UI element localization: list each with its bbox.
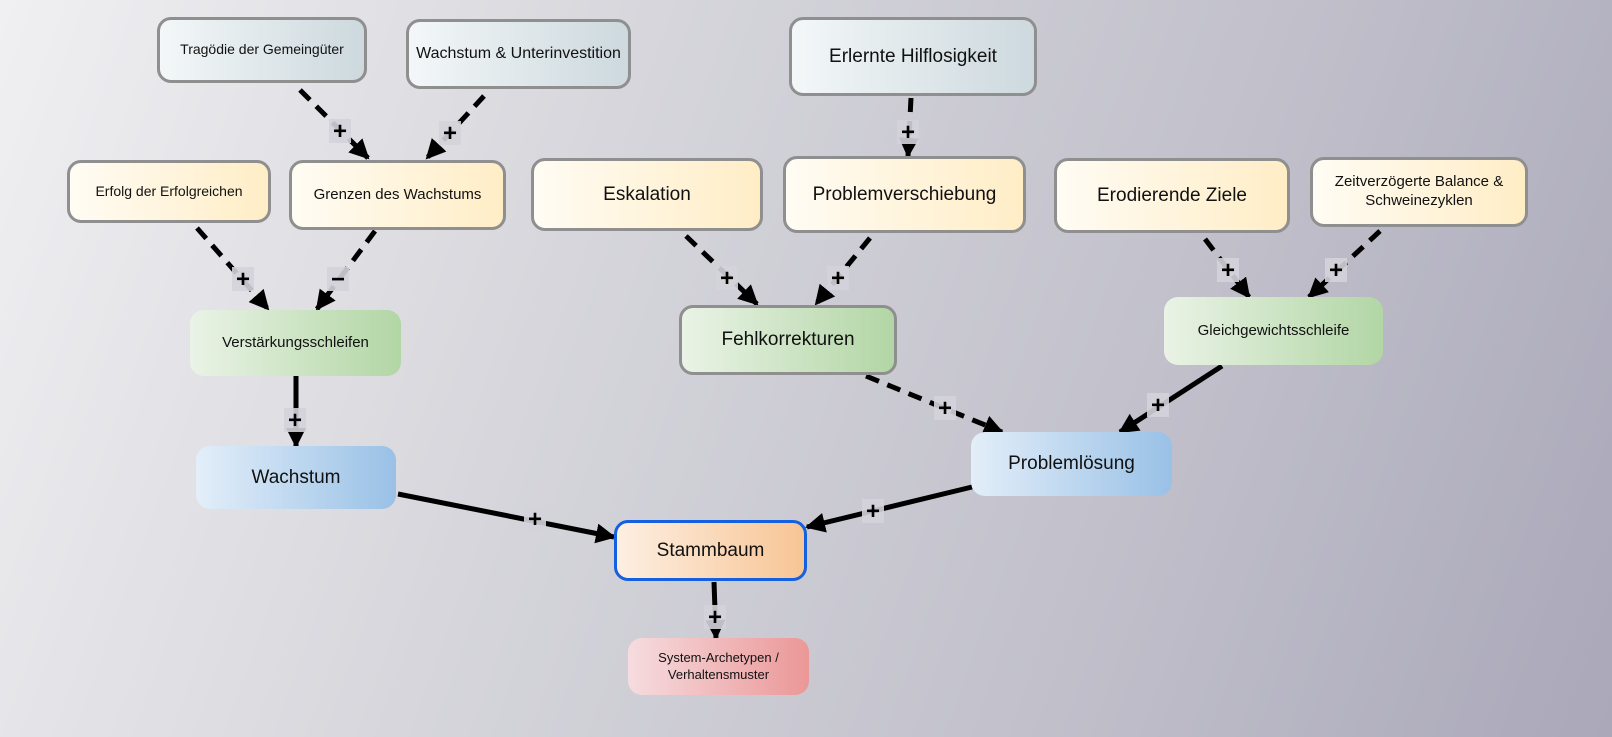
node-label: Erlernte Hilflosigkeit: [829, 45, 997, 67]
node-tragoedie[interactable]: Tragödie der Gemeingüter: [157, 17, 367, 83]
node-gleichgewicht[interactable]: Gleichgewichtsschleife: [1164, 297, 1383, 365]
node-erfolg[interactable]: Erfolg der Erfolgreichen: [67, 160, 271, 223]
edge-sign-background: [716, 266, 738, 290]
edge-sign-background: [1325, 258, 1347, 282]
node-label: Erodierende Ziele: [1097, 184, 1247, 206]
node-label: Fehlkorrekturen: [721, 329, 855, 351]
node-zeitverzoegert[interactable]: Zeitverzögerte Balance & Schweinezyklen: [1310, 157, 1528, 227]
edge-sign-background: [284, 408, 306, 432]
edge-sign-label: +: [708, 604, 722, 631]
node-hilflosigkeit[interactable]: Erlernte Hilflosigkeit: [789, 17, 1037, 96]
node-stammbaum[interactable]: Stammbaum: [614, 520, 807, 581]
edge-sign-background: [934, 396, 956, 420]
node-problemloesung[interactable]: Problemlösung: [971, 432, 1172, 496]
node-label: System-Archetypen / Verhaltensmuster: [658, 650, 779, 682]
node-label: Eskalation: [603, 183, 691, 205]
edge-sign-background: [232, 267, 254, 291]
edge-sign-background: [1217, 258, 1239, 282]
edge-problemverschiebung-to-fehlkorrekturen: [814, 236, 872, 306]
edge-problemloesung-to-stammbaum: [805, 484, 973, 533]
edge-sign-label: +: [1221, 257, 1235, 284]
node-erodierende[interactable]: Erodierende Ziele: [1054, 158, 1290, 233]
node-label: Erfolg der Erfolgreichen: [95, 182, 243, 199]
node-label: Wachstum & Unterinvestition: [416, 45, 621, 62]
node-label: Zeitverzögerte Balance & Schweinezyklen: [1334, 173, 1504, 209]
edge-sign-label: −: [331, 266, 345, 293]
node-label: Problemverschiebung: [812, 183, 997, 205]
edge-sign-background: [827, 266, 849, 290]
edge-wachstum_unter-to-grenzen: [425, 94, 486, 160]
node-fehlkorrekturen[interactable]: Fehlkorrekturen: [679, 305, 897, 375]
node-wachstum[interactable]: Wachstum: [196, 446, 396, 509]
node-label: Stammbaum: [656, 539, 765, 561]
edge-gleichgewicht-to-problemloesung: [1118, 363, 1224, 435]
edge-sign-label: +: [528, 506, 542, 533]
edge-sign-label: +: [236, 266, 250, 293]
node-verstaerkung[interactable]: Verstärkungsschleifen: [190, 310, 401, 376]
edge-sign-background: [327, 267, 349, 291]
edge-sign-background: [524, 507, 546, 531]
edge-sign-background: [1147, 393, 1169, 417]
edge-sign-label: +: [720, 265, 734, 292]
edge-sign-label: +: [938, 395, 952, 422]
edge-sign-label: +: [1151, 392, 1165, 419]
edge-sign-label: +: [1329, 257, 1343, 284]
node-system[interactable]: System-Archetypen / Verhaltensmuster: [628, 638, 809, 695]
node-label: Gleichgewichtsschleife: [1197, 321, 1350, 339]
edge-sign-background: [862, 499, 884, 523]
edge-sign-background: [704, 605, 726, 629]
edge-wachstum-to-stammbaum: [397, 491, 616, 544]
edge-sign-background: [439, 121, 461, 145]
edge-sign-label: +: [333, 118, 347, 145]
edge-sign-label: +: [288, 407, 302, 434]
edge-sign-label: +: [866, 498, 880, 525]
edge-sign-background: [897, 120, 919, 144]
node-grenzen[interactable]: Grenzen des Wachstums: [289, 160, 506, 230]
node-label: Problemlösung: [1008, 453, 1135, 475]
node-eskalation[interactable]: Eskalation: [531, 158, 763, 231]
edge-sign-label: +: [443, 120, 457, 147]
node-label: Grenzen des Wachstums: [313, 185, 482, 203]
edge-sign-label: +: [831, 265, 845, 292]
node-label: Tragödie der Gemeingüter: [180, 41, 344, 58]
edge-sign-background: [329, 119, 351, 143]
node-problemverschiebung[interactable]: Problemverschiebung: [783, 156, 1026, 233]
edge-sign-label: +: [901, 119, 915, 146]
node-label: Wachstum: [251, 466, 341, 488]
node-label: Verstärkungsschleifen: [222, 333, 369, 351]
node-wachstum_unter[interactable]: Wachstum & Unterinvestition: [406, 19, 631, 89]
